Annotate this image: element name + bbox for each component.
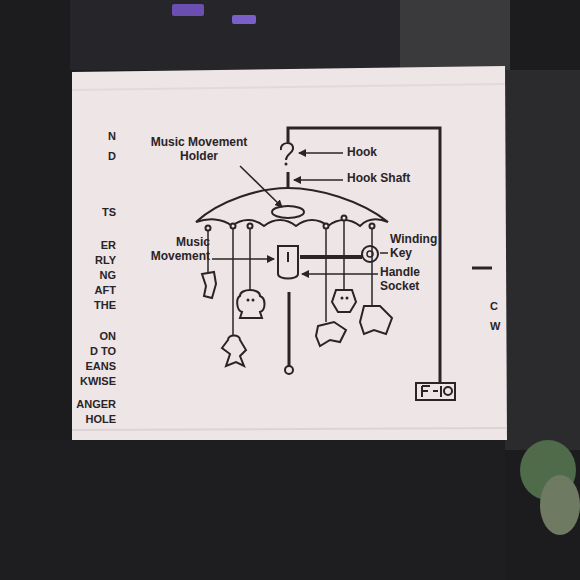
- cropped-text: ER: [76, 239, 116, 252]
- cropped-text: NG: [76, 269, 116, 282]
- part-label: Music Movement Holder: [140, 136, 258, 164]
- cropped-text: TS: [76, 206, 116, 219]
- cropped-text: KWISE: [74, 375, 116, 388]
- cropped-text: ANGER: [74, 398, 116, 411]
- cropped-text: N: [76, 130, 116, 143]
- cropped-text: RLY: [76, 254, 116, 267]
- cropped-text: ON: [76, 330, 116, 343]
- cropped-text: C: [490, 300, 504, 313]
- part-label: Hook Shaft: [347, 172, 427, 186]
- cropped-text: THE: [76, 299, 116, 312]
- cropped-text: HOLE: [74, 413, 116, 426]
- cropped-text: EANS: [76, 360, 116, 373]
- cropped-text: W: [490, 320, 504, 333]
- part-label: Winding Key: [390, 233, 450, 261]
- part-label: Hook: [347, 146, 397, 160]
- part-label: Handle Socket: [380, 266, 434, 294]
- part-label: Music Movement: [142, 236, 210, 264]
- cropped-text: D TO: [76, 345, 116, 358]
- cropped-text: D: [76, 150, 116, 163]
- cropped-text: AFT: [76, 284, 116, 297]
